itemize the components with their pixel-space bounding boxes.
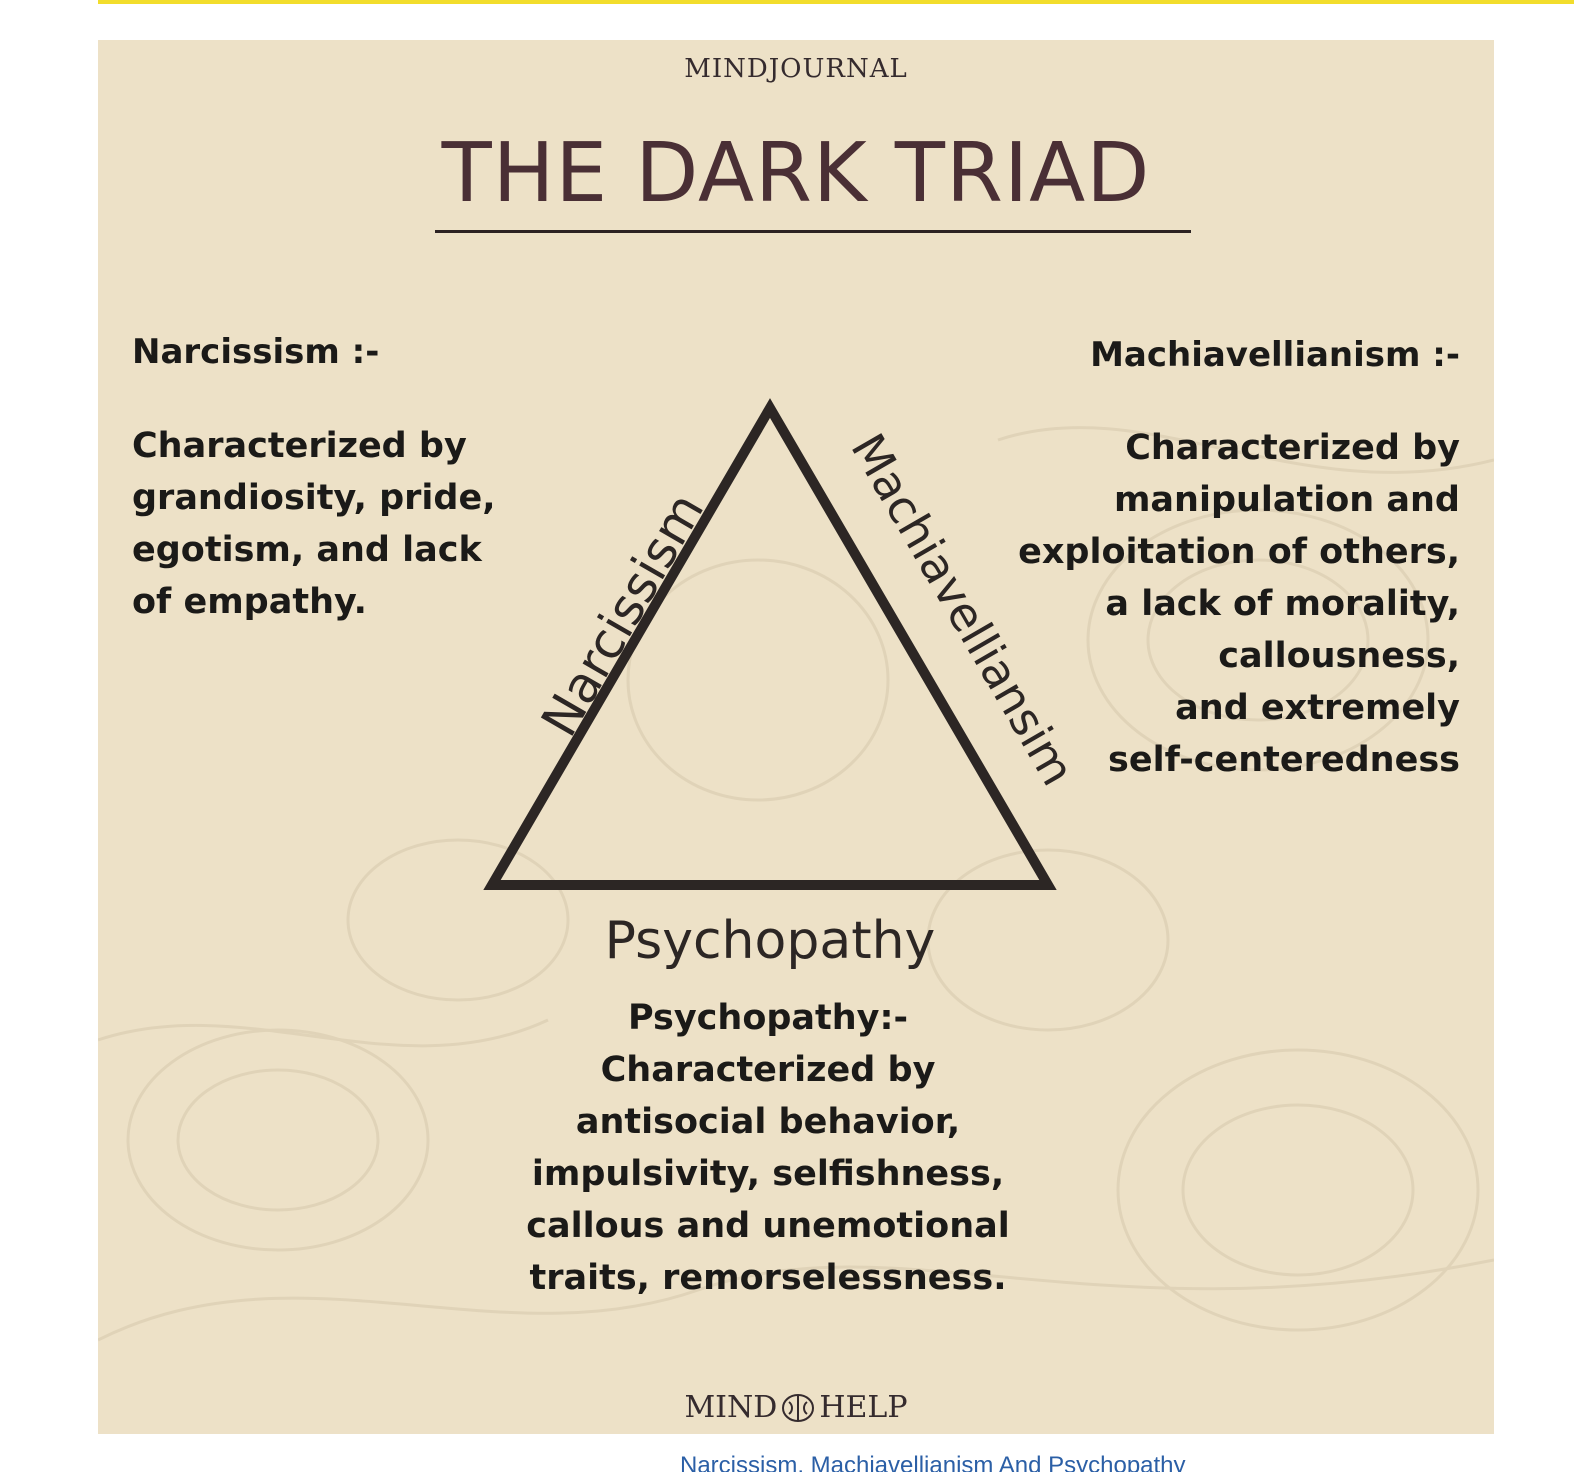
machiavellianism-description: Characterized by manipulation and exploi… (1018, 422, 1460, 786)
background-floral-art (98, 426, 1494, 1342)
machiavellianism-line: self-centeredness (1108, 740, 1460, 780)
triad-diagram: Narcissism Machiavelliansim Psychopathy (483, 398, 1085, 971)
machiavellianism-line: exploitation of others, (1018, 532, 1460, 572)
narcissism-line: egotism, and lack (132, 530, 482, 570)
psychopathy-line: impulsivity, selfishness, (531, 1154, 1005, 1194)
mindhelp-logo: MIND HELP (98, 1390, 1494, 1431)
triad-triangle (483, 398, 1057, 890)
triangle-label-psychopathy: Psychopathy (605, 911, 936, 971)
title-underline (435, 230, 1191, 233)
psychopathy-line: Characterized by (600, 1050, 936, 1090)
psychopathy-heading: Psychopathy:- (627, 998, 909, 1038)
narcissism-line: Characterized by (132, 426, 467, 466)
psychopathy-line: traits, remorselessness. (529, 1258, 1007, 1298)
psychopathy-line: callous and unemotional (526, 1206, 1010, 1246)
psychopathy-line: antisocial behavior, (575, 1102, 961, 1142)
infographic-card: MINDJOURNAL THE DARK TRIAD Narcissism :-… (98, 40, 1494, 1434)
machiavellianism-line: a lack of morality, (1105, 584, 1460, 624)
narcissism-heading: Narcissism :- (132, 332, 380, 372)
mindhelp-logo-left: MIND (684, 1390, 778, 1425)
narcissism-line: of empathy. (132, 582, 367, 622)
mindjournal-logo: MINDJOURNAL (684, 54, 908, 84)
psychopathy-block: Psychopathy:- Characterized by antisocia… (468, 992, 1068, 1304)
page-title: THE DARK TRIAD (441, 126, 1151, 221)
brain-icon (781, 1393, 815, 1431)
machiavellianism-line: Characterized by (1125, 428, 1460, 468)
machiavellianism-line: and extremely (1175, 688, 1460, 728)
machiavellianism-line: manipulation and (1113, 480, 1460, 520)
psychopathy-description: Characterized by antisocial behavior, im… (468, 1044, 1068, 1304)
machiavellianism-heading: Machiavellianism :- (1090, 335, 1460, 375)
mindhelp-logo-right: HELP (819, 1390, 908, 1425)
image-caption-link[interactable]: Narcissism, Machiavellianism And Psychop… (680, 1452, 1186, 1472)
top-accent-bar (98, 0, 1574, 4)
machiavellianism-line: callousness, (1218, 636, 1460, 676)
narcissism-description: Characterized by grandiosity, pride, ego… (132, 420, 495, 628)
triangle-label-narcissism: Narcissism (530, 483, 715, 746)
narcissism-line: grandiosity, pride, (132, 478, 496, 518)
